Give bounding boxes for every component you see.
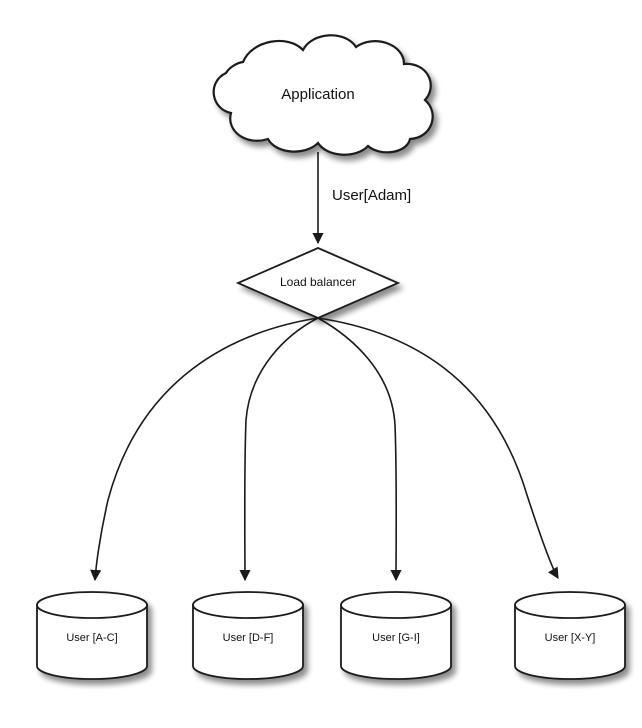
load-balancer-label: Load balancer: [280, 275, 356, 289]
node-application[interactable]: Application: [212, 34, 434, 156]
application-label: Application: [281, 86, 354, 103]
edge-lb-to-db-ac: [90, 317, 319, 582]
edge-lb-to-db-ac-line: [90, 317, 319, 582]
edge-lb-to-db-xy: [317, 317, 559, 579]
edge-lb-to-db-df-line: [239, 317, 319, 582]
node-load-balancer[interactable]: Load balancer: [235, 247, 401, 319]
node-db-df[interactable]: User [D-F]: [192, 591, 304, 680]
db-xy-label: User [X-Y]: [545, 632, 596, 644]
edge-app-to-lb: User[Adam]: [312, 152, 411, 245]
edge-app-to-lb-label: User[Adam]: [332, 187, 411, 204]
edge-lb-to-db-xy-line: [317, 317, 559, 579]
db-gi-label: User [G-I]: [372, 632, 420, 644]
db-df-label: User [D-F]: [223, 632, 274, 644]
db-ac-label: User [A-C]: [66, 632, 117, 644]
edge-lb-to-db-gi: [317, 317, 402, 582]
node-db-ac[interactable]: User [A-C]: [36, 591, 148, 680]
node-db-gi[interactable]: User [G-I]: [340, 591, 452, 680]
edge-lb-to-db-gi-line: [317, 317, 402, 582]
node-db-xy[interactable]: User [X-Y]: [514, 591, 626, 680]
edge-lb-to-db-df: [239, 317, 319, 582]
